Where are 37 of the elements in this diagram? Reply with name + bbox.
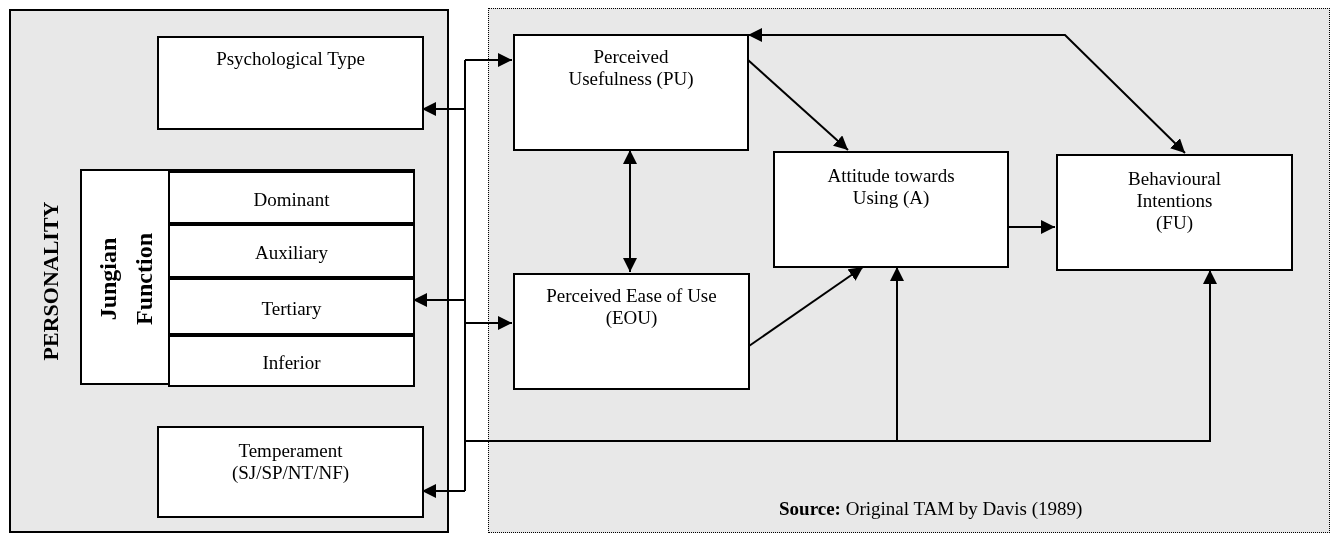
arrow: [464, 53, 513, 67]
group-title: PERSONALITY: [38, 201, 64, 361]
model-region: [488, 8, 1330, 533]
function-row: [168, 224, 415, 278]
arrow: [421, 102, 466, 116]
construct-box: [157, 36, 424, 130]
construct-box: [1056, 154, 1293, 271]
table-heading: Jungian Function: [94, 232, 158, 327]
row-label: Auxiliary: [254, 242, 329, 264]
row-label: Tertiary: [260, 297, 323, 320]
arrow: [464, 316, 513, 330]
construct-box: [157, 426, 424, 518]
arrow: [1007, 220, 1056, 234]
connector-bus: [464, 59, 466, 492]
source-note: Source: Original TAM by Davis (1989): [779, 498, 1083, 520]
box-label: Behavioural Intentions (FU): [1127, 168, 1222, 234]
box-label: Perceived Usefulness (PU): [567, 46, 695, 90]
row-label: Inferior: [261, 352, 322, 374]
arrow: [421, 484, 466, 498]
function-row: [168, 278, 415, 335]
construct-box: [773, 151, 1009, 268]
arrow: [747, 28, 1186, 154]
construct-box: [513, 273, 750, 390]
row-label: Dominant: [252, 188, 331, 211]
arrow: [412, 293, 466, 307]
arrow: [623, 149, 637, 273]
function-table: [80, 169, 415, 385]
function-row: [168, 335, 415, 387]
box-label: Perceived Ease of Use (EOU): [545, 285, 718, 329]
group-panel: [9, 9, 449, 533]
arrow: [748, 266, 864, 347]
construct-box: [513, 34, 749, 151]
box-label: Temperament (SJ/SP/NT/NF): [230, 440, 351, 484]
box-label: Attitude towards Using (A): [826, 165, 956, 209]
box-label: Psychological Type: [215, 48, 366, 70]
function-row: [168, 171, 415, 224]
arrow: [747, 59, 849, 151]
